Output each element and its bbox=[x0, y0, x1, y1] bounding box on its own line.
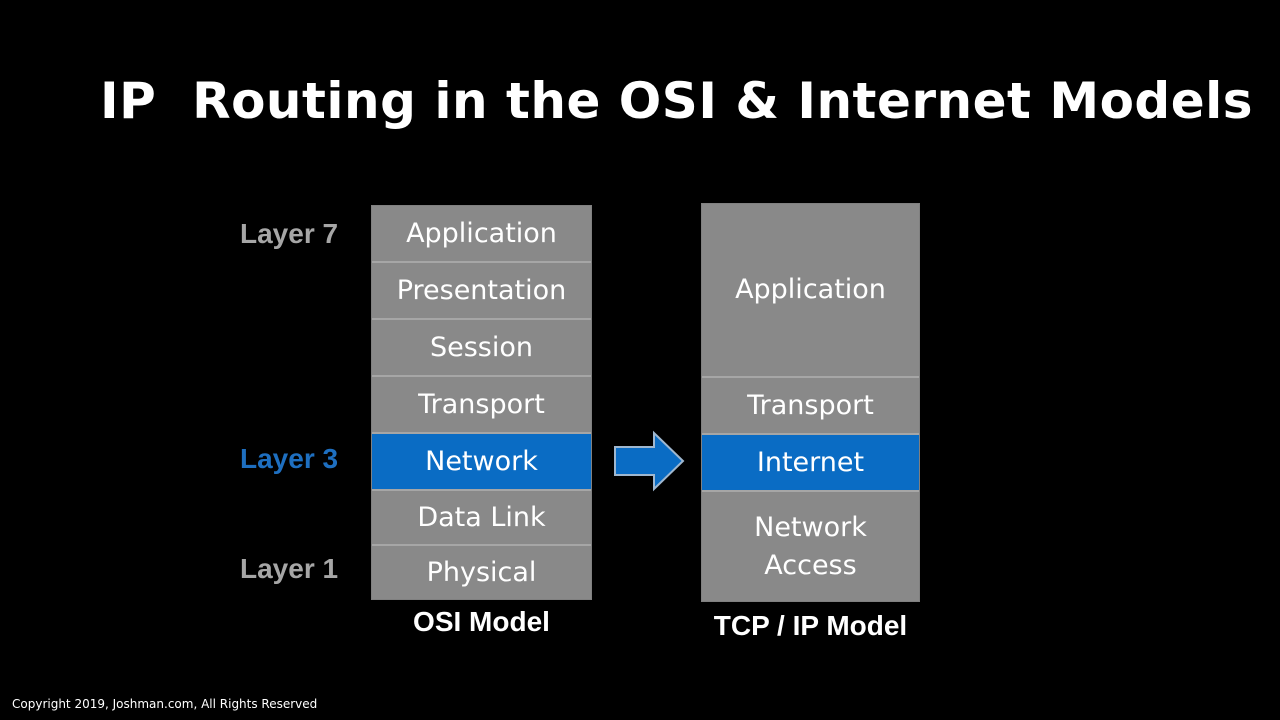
osi-layer-physical: Physical bbox=[372, 546, 591, 599]
tcpip-layer-application: Application bbox=[702, 204, 919, 376]
slide-title: IP Routing in the OSI & Internet Models bbox=[100, 72, 1254, 130]
tcpip-model-stack: Application Transport Internet Network A… bbox=[701, 203, 920, 602]
osi-layer-presentation: Presentation bbox=[372, 263, 591, 318]
osi-model-stack: Application Presentation Session Transpo… bbox=[371, 205, 592, 600]
right-arrow-icon bbox=[614, 430, 685, 492]
tcpip-model-caption: TCP / IP Model bbox=[713, 610, 908, 641]
osi-layer-session: Session bbox=[372, 320, 591, 375]
osi-layer-application: Application bbox=[372, 206, 591, 261]
osi-model-caption: OSI Model bbox=[413, 606, 550, 637]
layer-7-label: Layer 7 bbox=[240, 218, 339, 249]
osi-layer-transport: Transport bbox=[372, 377, 591, 432]
tcpip-layer-network-access: Network Access bbox=[702, 492, 919, 601]
osi-layer-data-link: Data Link bbox=[372, 491, 591, 544]
layer-1-label: Layer 1 bbox=[240, 553, 339, 584]
tcpip-layer-transport: Transport bbox=[702, 378, 919, 433]
osi-layer-network: Network bbox=[372, 434, 591, 489]
tcpip-layer-internet: Internet bbox=[702, 435, 919, 490]
copyright-footer: Copyright 2019, Joshman.com, All Rights … bbox=[12, 697, 318, 711]
layer-3-label: Layer 3 bbox=[240, 443, 339, 474]
